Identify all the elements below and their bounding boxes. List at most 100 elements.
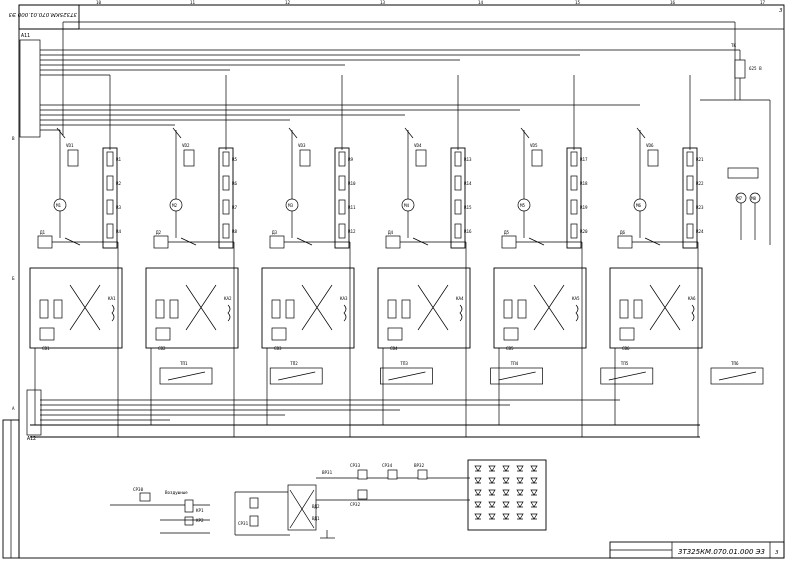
- led-diode: [502, 465, 510, 472]
- resistor-label: R14: [464, 181, 472, 186]
- top-sheet: 3: [779, 8, 783, 14]
- board-label: СВ4: [390, 346, 398, 351]
- thermo-label: ТП6: [731, 361, 739, 366]
- voltage-label: 625 В: [749, 66, 762, 71]
- led-diode: [502, 513, 510, 520]
- resistor-label: R21: [696, 157, 704, 162]
- relay-label: Д4: [388, 230, 394, 235]
- board-label: СВ3: [274, 346, 282, 351]
- led-diode: [516, 465, 524, 472]
- bottom-note: Воздушные: [165, 490, 188, 495]
- resistor-label: R18: [580, 181, 588, 186]
- zone-11: 11: [190, 0, 196, 5]
- thermo-label: ТП2: [290, 361, 298, 366]
- led-diode: [474, 477, 482, 484]
- bottom-label-vr31: ВР31: [322, 470, 333, 475]
- led-diode: [502, 501, 510, 508]
- ka-label: КА5: [572, 296, 580, 301]
- resistor-label: R22: [696, 181, 704, 186]
- connector-a12: A12: [26, 389, 42, 442]
- resistor-label: R16: [464, 229, 472, 234]
- relay-label: Д1: [40, 230, 46, 235]
- resistor-label: R23: [696, 205, 704, 210]
- ka-label: КА2: [224, 296, 232, 301]
- diode-label: VD5: [530, 143, 538, 148]
- led-diode: [530, 489, 538, 496]
- bottom-label-sr34: СР34: [382, 463, 393, 468]
- led-diode: [516, 489, 524, 496]
- relay-label: Д2: [156, 230, 162, 235]
- resistor-label: R20: [580, 229, 588, 234]
- diode-label: VD4: [414, 143, 422, 148]
- diode-label: VD1: [66, 143, 74, 148]
- bottom-label-vd1: ВД1: [312, 516, 320, 521]
- board-label: СВ5: [506, 346, 514, 351]
- resistor-label: R15: [464, 205, 472, 210]
- resistor-label: R1: [116, 157, 122, 162]
- diode-array: [474, 465, 538, 520]
- motor-label: M4: [404, 203, 410, 208]
- thermo-label: ТП3: [400, 361, 408, 366]
- motor-label: M3: [288, 203, 294, 208]
- led-diode: [488, 477, 496, 484]
- led-diode: [530, 513, 538, 520]
- zone-letter-a: А: [12, 406, 15, 411]
- relay-label: Д3: [272, 230, 278, 235]
- relay-label: Д5: [504, 230, 510, 235]
- resistor-label: R9: [348, 157, 354, 162]
- resistor-label: R7: [232, 205, 238, 210]
- bottom-label-sr31: СР31: [238, 521, 249, 526]
- right-block: ТК 625 В M7 M8: [700, 43, 771, 245]
- led-diode: [474, 501, 482, 508]
- thermo-label: ТП5: [621, 361, 629, 366]
- resistor-label: R17: [580, 157, 588, 162]
- title-block: 3Т325КМ.070.01.000 Э3 3 3: [609, 8, 785, 559]
- led-diode: [474, 513, 482, 520]
- ka-label: КА1: [108, 296, 116, 301]
- bottom-label-vd2: ВД2: [312, 504, 320, 509]
- diode-label: VD6: [646, 143, 654, 148]
- led-diode: [516, 477, 524, 484]
- drawing-frame: [2, 4, 785, 559]
- zone-16: 16: [670, 0, 676, 5]
- resistor-label: R3: [116, 205, 122, 210]
- motor-label: M1: [56, 203, 62, 208]
- resistor-label: R12: [348, 229, 356, 234]
- ka-label: КА6: [688, 296, 696, 301]
- connector-a11-label: A11: [21, 33, 30, 39]
- resistor-label: R4: [116, 229, 122, 234]
- board-label: СВ6: [622, 346, 630, 351]
- motor-groups: VD1M1R1R2R3R4Д1СВ1КА1ТП1VD2M2R5R6R7R8Д2С…: [29, 75, 764, 437]
- motor-label: M5: [520, 203, 526, 208]
- bottom-label-sr32b: СР32: [350, 502, 361, 507]
- bus-lines: [30, 21, 741, 438]
- led-diode: [502, 489, 510, 496]
- zone-14: 14: [478, 0, 484, 5]
- zone-12: 12: [285, 0, 291, 5]
- resistor-label: R5: [232, 157, 238, 162]
- zone-10: 10: [96, 0, 102, 5]
- led-diode: [474, 465, 482, 472]
- zone-letter-v: В: [12, 136, 15, 141]
- led-diode: [516, 501, 524, 508]
- motor-label: M2: [172, 203, 178, 208]
- resistor-label: R10: [348, 181, 356, 186]
- diode-label: VD2: [182, 143, 190, 148]
- led-diode: [488, 513, 496, 520]
- connector-a11: A11: [19, 33, 41, 138]
- resistor-label: R11: [348, 205, 356, 210]
- switch-tk-label: ТК: [731, 43, 737, 48]
- bottom-label-sr33: СР33: [350, 463, 361, 468]
- led-diode: [474, 489, 482, 496]
- rotated-designation: 3Т325КМ.070.01.000 Э3: [8, 11, 77, 17]
- resistor-label: R19: [580, 205, 588, 210]
- relay-label: Д6: [620, 230, 626, 235]
- resistor-label: R13: [464, 157, 472, 162]
- title-designation: 3Т325КМ.070.01.000 Э3: [678, 548, 765, 556]
